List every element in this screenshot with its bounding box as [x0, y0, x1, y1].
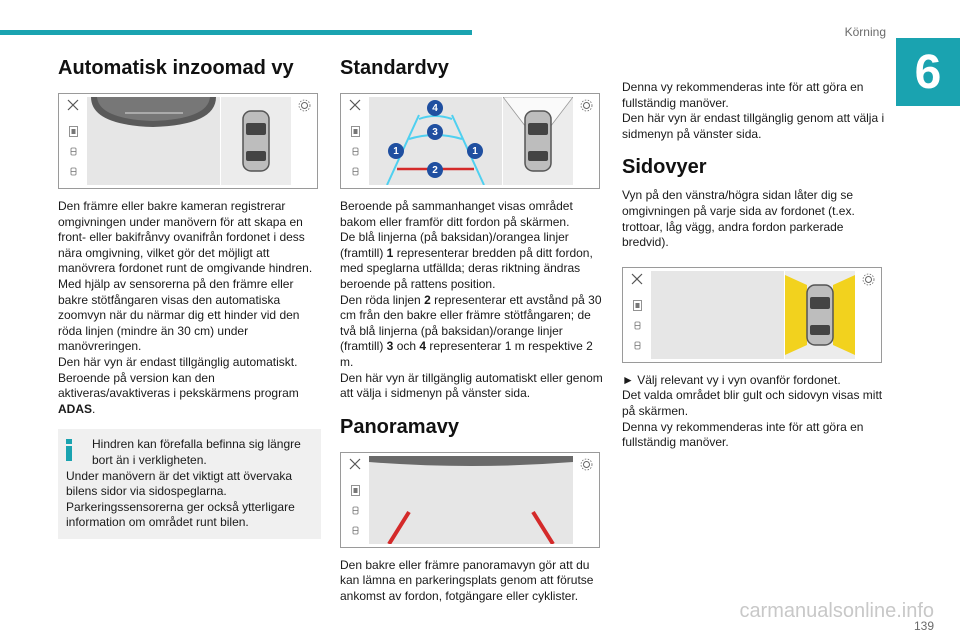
panorama-camera-view — [369, 455, 573, 544]
camera-view-icon — [633, 299, 642, 311]
heading-standard-view: Standardvy — [340, 57, 449, 79]
info-icon — [66, 439, 72, 462]
marker-3: 3 — [427, 124, 443, 140]
body-text: och — [393, 339, 420, 354]
close-icon — [67, 99, 79, 111]
camera-view-icon — [351, 126, 360, 137]
info-note: Hindren kan förefalla befinna sig längre… — [58, 429, 321, 539]
marker-1-left: 1 — [388, 143, 404, 159]
body-text: representerar ett avstånd på 30 cm från … — [340, 292, 602, 354]
body-text: representerar 1 m respektive 2 m. Den hä… — [340, 339, 603, 401]
sensor-icon — [352, 506, 359, 515]
ref-1: 1 — [386, 245, 394, 260]
close-icon — [631, 273, 643, 285]
body-text: Beroende på sammanhanget visas området b… — [340, 199, 573, 260]
standard-view-note: Denna vy rekommenderas inte för att göra… — [622, 80, 885, 141]
figure-zoom-view — [58, 93, 318, 189]
heading-panorama-view: Panoramavy — [340, 415, 459, 438]
sensor-icon — [352, 147, 359, 156]
figure-standard-view: 4 3 1 1 2 — [340, 93, 600, 189]
page-number: 139 — [913, 619, 934, 633]
settings-icon — [580, 99, 593, 112]
side-camera-view — [651, 270, 784, 359]
section-label: Körning — [844, 25, 886, 39]
car-icon — [502, 96, 574, 172]
overhead-car-view — [785, 270, 855, 359]
top-accent-bar — [0, 30, 472, 35]
figure-side-view — [622, 266, 882, 363]
settings-icon — [862, 273, 875, 286]
ref-3: 3 — [386, 339, 394, 354]
side-views-body: Vyn på den vänstra/högra sidan låter dig… — [622, 188, 855, 250]
close-icon — [349, 99, 361, 111]
note-rest: Under manövern är det viktigt att överva… — [66, 468, 295, 530]
settings-icon — [580, 458, 593, 471]
standard-view-body: Beroende på sammanhanget visas området b… — [340, 199, 603, 402]
note-lead: Hindren kan förefalla befinna sig längre… — [92, 437, 301, 467]
figure-panorama-view — [340, 451, 600, 548]
car-icon — [242, 110, 270, 172]
sensor-icon — [634, 321, 641, 330]
marker-2: 2 — [427, 162, 443, 178]
car-icon — [785, 274, 855, 355]
panorama-scene — [369, 455, 573, 544]
sensor-icon — [352, 526, 359, 535]
zoom-camera-view — [87, 97, 220, 185]
camera-view-icon — [69, 126, 78, 137]
column-side-views: Denna vy rekommenderas inte för att göra… — [622, 80, 885, 451]
body-text-end: . — [92, 401, 96, 416]
overhead-car-view — [221, 97, 291, 185]
sensor-icon — [70, 147, 77, 156]
automatic-zoom-body: Den främre eller bakre kameran registrer… — [58, 199, 321, 417]
body-text: Den främre eller bakre kameran registrer… — [58, 199, 313, 401]
side-views-steps: ► Välj relevant vy i vyn ovanför fordone… — [622, 372, 883, 450]
sensor-icon — [70, 167, 77, 176]
bumper-outline — [91, 97, 216, 127]
column-standard-view: Standardvy 4 3 1 1 2 Beroende på sammanh… — [340, 55, 603, 605]
camera-view-icon — [351, 484, 360, 496]
sensor-icon — [634, 341, 641, 350]
heading-side-views: Sidovyer — [622, 156, 707, 179]
overhead-car-view — [502, 96, 574, 185]
heading-automatic-zoom: Automatisk inzoomad vy — [58, 57, 294, 79]
watermark: carmanualsonline.info — [739, 600, 934, 622]
marker-4: 4 — [427, 100, 443, 116]
marker-1-right: 1 — [467, 143, 483, 159]
panorama-body: Den bakre eller främre panoramavyn gör a… — [340, 557, 594, 603]
chapter-number: 6 — [896, 38, 960, 106]
body-text: representerar bredden på ditt fordon, me… — [340, 245, 593, 307]
ref-2: 2 — [424, 292, 431, 307]
rear-camera-view: 4 3 1 1 2 — [369, 97, 502, 185]
adas-label: ADAS — [58, 401, 93, 416]
close-icon — [349, 458, 361, 470]
sensor-icon — [352, 167, 359, 176]
column-automatic-zoom: Automatisk inzoomad vy Den främre eller … — [58, 55, 321, 539]
settings-icon — [298, 99, 311, 112]
ref-4: 4 — [419, 339, 427, 354]
